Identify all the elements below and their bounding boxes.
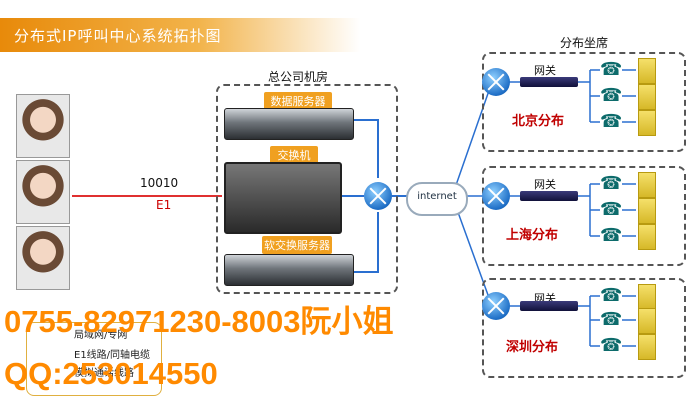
phone-icon: ☎ [600, 60, 622, 80]
link-type: E1 [156, 198, 171, 212]
pc-icon [638, 84, 656, 110]
gateway-label: 网关 [534, 62, 556, 78]
branch-router-icon [482, 182, 510, 210]
phone-icon: ☎ [600, 226, 622, 246]
phone-icon: ☎ [600, 112, 622, 132]
contact-phone-overlay: 0755-82971230-8003阮小姐 [4, 296, 394, 341]
gateway-device [520, 301, 578, 311]
gateway-label: 网关 [534, 176, 556, 192]
pc-icon [638, 334, 656, 360]
branch-router-icon [482, 292, 510, 320]
db-server [224, 108, 354, 140]
pc-icon [638, 224, 656, 250]
pc-icon [638, 198, 656, 224]
pc-icon [638, 308, 656, 334]
caller-photo-3 [16, 226, 70, 290]
phone-icon: ☎ [600, 336, 622, 356]
switch-device [224, 162, 342, 234]
link-number: 10010 [140, 176, 178, 190]
branch-city: 深圳分布 [506, 336, 558, 355]
phone-icon: ☎ [600, 200, 622, 220]
hq-router-icon [364, 182, 392, 210]
gateway-device [520, 191, 578, 201]
hq-title: 总公司机房 [268, 68, 328, 85]
pc-icon [638, 110, 656, 136]
phone-icon: ☎ [600, 286, 622, 306]
gateway-device [520, 77, 578, 87]
phone-icon: ☎ [600, 310, 622, 330]
branch-router-icon [482, 68, 510, 96]
phone-icon: ☎ [600, 86, 622, 106]
softswitch-label: 软交换服务器 [262, 236, 332, 254]
pc-icon [638, 172, 656, 198]
contact-qq-overlay: QQ:253014550 [4, 356, 218, 392]
pc-icon [638, 284, 656, 310]
caller-photo-2 [16, 160, 70, 224]
distributed-title: 分布坐席 [560, 34, 608, 51]
branch-city: 上海分布 [506, 224, 558, 243]
caller-photo-1 [16, 94, 70, 158]
branch-city: 北京分布 [512, 110, 564, 129]
phone-icon: ☎ [600, 174, 622, 194]
softswitch-server [224, 254, 354, 286]
internet-cloud-icon: internet [406, 182, 468, 216]
pc-icon [638, 58, 656, 84]
internet-label: internet [408, 191, 466, 202]
